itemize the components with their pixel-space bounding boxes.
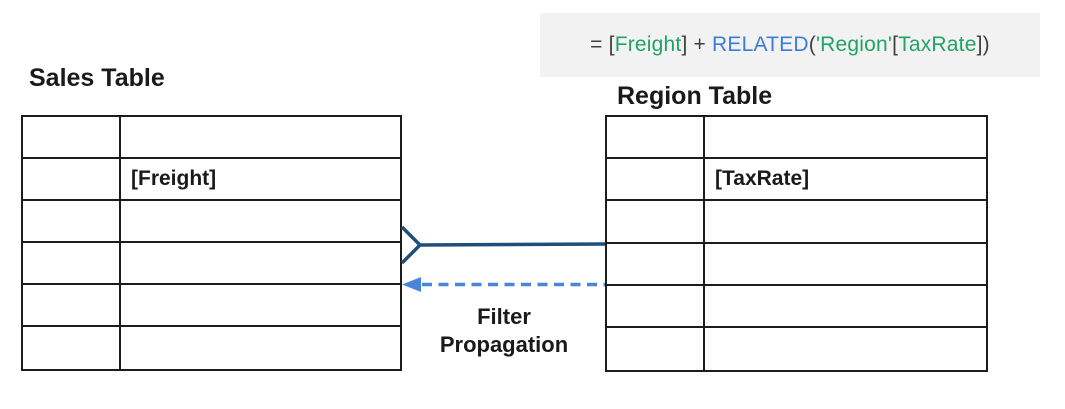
table-row: [23, 201, 400, 243]
relationship-line: [419, 242, 606, 247]
table-cell: [23, 327, 121, 369]
formula-token: Freight: [614, 33, 682, 56]
formula-token: = [: [590, 33, 615, 56]
filter-propagation-label-line1: Filter: [477, 304, 531, 329]
formula-token: (: [808, 33, 816, 56]
table-cell: [23, 117, 121, 157]
table-cell: [23, 243, 121, 283]
table-row: [23, 285, 400, 327]
sales-table-title: Sales Table: [29, 64, 165, 92]
table-cell: [705, 286, 986, 326]
table-row: [23, 117, 400, 159]
table-row: [23, 327, 400, 369]
region-table-title: Region Table: [617, 82, 773, 110]
dax-formula-box: = [Freight] + RELATED('Region'[TaxRate]): [540, 13, 1040, 77]
table-cell: [705, 244, 986, 284]
table-row: [Freight]: [23, 159, 400, 201]
freight-column-cell: [Freight]: [131, 167, 217, 190]
table-cell: [23, 201, 121, 241]
table-cell: [607, 117, 705, 158]
table-cell: [121, 285, 400, 325]
table-row: [607, 285, 986, 328]
table-row: [607, 327, 986, 370]
formula-token: TaxRate: [898, 33, 977, 56]
table-cell: [705, 328, 986, 370]
table-cell: [705, 201, 986, 241]
sales-table: [Freight]: [21, 115, 402, 371]
filter-propagation-label-line2: Propagation: [439, 332, 569, 357]
table-cell: [607, 159, 705, 200]
region-table: [TaxRate]: [605, 115, 988, 372]
table-cell: [607, 285, 705, 326]
table-row: [607, 243, 986, 286]
table-row: [23, 243, 400, 285]
formula-token: [: [892, 33, 899, 56]
formula-token: RELATED: [712, 33, 809, 56]
filter-propagation-label: Filter Propagation: [414, 303, 594, 359]
table-row: [607, 201, 986, 244]
table-row: [TaxRate]: [607, 159, 986, 202]
table-cell: [607, 201, 705, 242]
formula-token: 'Region': [815, 33, 893, 56]
table-cell: [705, 117, 986, 157]
table-cell: [121, 327, 400, 369]
filter-arrowhead-icon: [402, 277, 421, 292]
taxrate-column-cell: [TaxRate]: [715, 167, 810, 191]
formula-token: ] +: [681, 33, 713, 56]
table-cell: [121, 243, 400, 283]
table-cell: [607, 243, 705, 284]
table-cell: [121, 117, 400, 157]
formula-token: ]): [976, 33, 990, 56]
table-cell: [607, 327, 705, 370]
table-cell: [23, 159, 121, 199]
table-cell: [121, 201, 400, 241]
table-cell: [23, 285, 121, 325]
table-row: [607, 117, 986, 160]
open-arrowhead-icon: [400, 225, 423, 265]
